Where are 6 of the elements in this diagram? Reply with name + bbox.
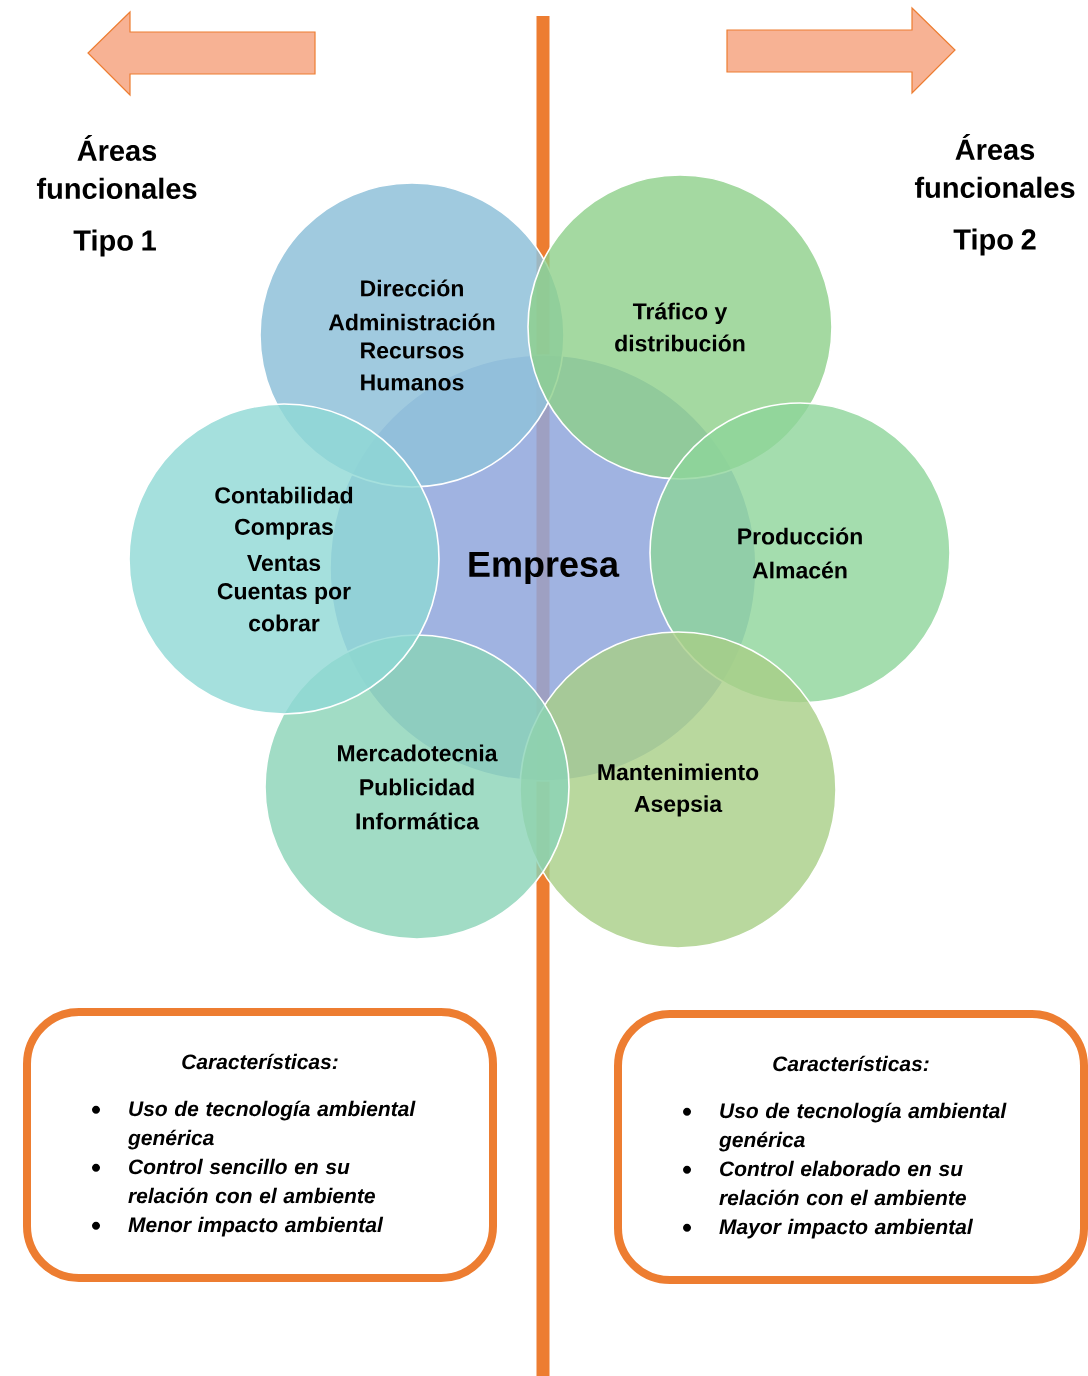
area-heading: Tipo 2 — [953, 228, 1036, 256]
area-heading: Áreas funcionales — [36, 135, 197, 199]
feature-box: Características: Uso de tecnología ambiental genérica Control sencillo en su relación con el ambiente Menor impacto ambiental — [23, 1008, 497, 1282]
area-heading: Tipo 1 — [73, 229, 156, 257]
feature-box: Características: Uso de tecnología ambiental genérica Control elaborado en su relación con el ambiente Mayor impacto ambiental — [614, 1010, 1088, 1284]
area-heading: Áreas funcionales — [914, 134, 1075, 198]
